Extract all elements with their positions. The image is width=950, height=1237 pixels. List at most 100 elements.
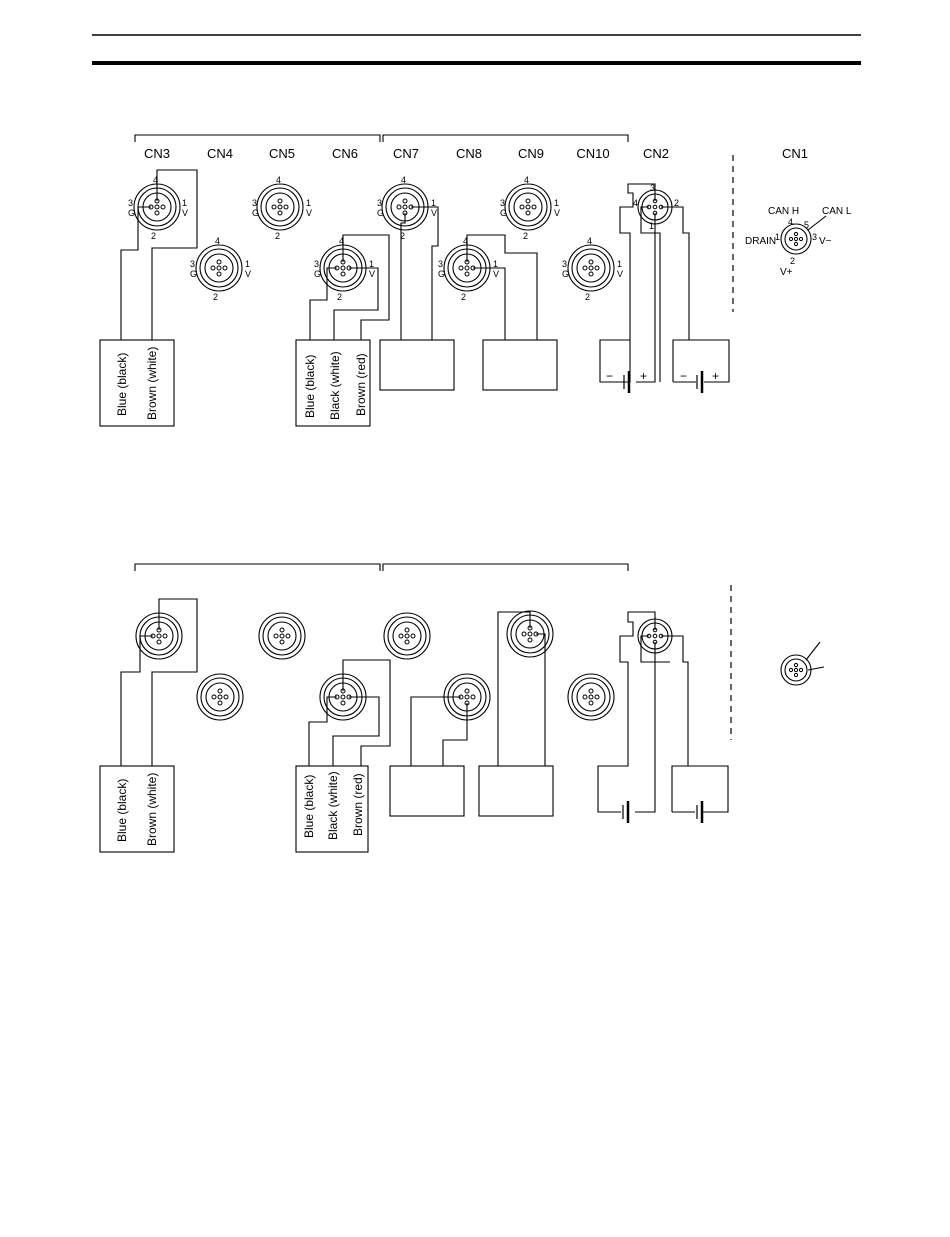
pin-label: 2 bbox=[585, 292, 590, 302]
can-l-label: CAN L bbox=[822, 206, 852, 217]
battery-icon bbox=[696, 801, 704, 823]
wire bbox=[410, 696, 461, 766]
wire bbox=[411, 206, 439, 340]
wire bbox=[400, 213, 406, 340]
pin-label: 2 bbox=[151, 231, 156, 241]
battery-icon bbox=[696, 371, 704, 393]
device-box bbox=[389, 765, 465, 817]
bracket-left bbox=[134, 563, 381, 571]
sensor-box bbox=[99, 765, 175, 853]
wire-color-label: Blue (black) bbox=[115, 779, 129, 842]
device-box-cn8 bbox=[482, 339, 558, 391]
connector-icon bbox=[135, 612, 183, 660]
pin-label: V bbox=[617, 269, 623, 279]
device-box bbox=[478, 765, 554, 817]
v-minus-label: V− bbox=[819, 236, 832, 247]
pin-label: 2 bbox=[674, 198, 679, 208]
pin-label: G bbox=[314, 269, 321, 279]
pin-label: V bbox=[554, 208, 560, 218]
cn7-label: CN7 bbox=[393, 146, 419, 161]
cn10-connector-icon bbox=[567, 244, 615, 292]
pin-label: 3 bbox=[314, 259, 319, 269]
cn6-label: CN6 bbox=[332, 146, 358, 161]
cn1-label: CN1 bbox=[782, 146, 808, 161]
pin-label: V bbox=[493, 269, 499, 279]
wire bbox=[672, 339, 689, 382]
pin-label: 4 bbox=[524, 175, 529, 185]
wire bbox=[332, 696, 380, 766]
wire bbox=[333, 267, 379, 340]
pin-label: 4 bbox=[276, 175, 281, 185]
pin-label: G bbox=[190, 269, 197, 279]
wire bbox=[597, 611, 656, 813]
wire-color-label: Black (white) bbox=[328, 351, 342, 420]
leader-line bbox=[807, 666, 825, 671]
cn6-connector-icon bbox=[319, 244, 367, 292]
pin-label: 3 bbox=[128, 198, 133, 208]
wire bbox=[342, 659, 391, 766]
can-l-leader bbox=[807, 215, 827, 231]
pin-label: 5 bbox=[804, 220, 809, 230]
pin-label: 2 bbox=[461, 292, 466, 302]
pin-label: 2 bbox=[790, 256, 795, 266]
wire bbox=[671, 765, 688, 812]
cn8-label: CN8 bbox=[456, 146, 482, 161]
top-diagram: CN3 CN4 CN5 CN6 CN7 CN8 CN9 CN10 CN2 CN1 bbox=[99, 134, 852, 427]
bracket-right bbox=[382, 134, 629, 142]
cn5-label: CN5 bbox=[269, 146, 295, 161]
wire bbox=[640, 206, 661, 382]
wire-color-label: Brown (red) bbox=[354, 353, 368, 416]
cn1-connector-icon bbox=[780, 223, 812, 255]
wire bbox=[308, 696, 337, 766]
battery-icon bbox=[622, 801, 630, 823]
pin-label: 3 bbox=[562, 259, 567, 269]
pin-label: 1 bbox=[369, 259, 374, 269]
wire bbox=[151, 169, 198, 340]
pin-label: V bbox=[431, 208, 437, 218]
connector-icon bbox=[319, 673, 367, 721]
pin-label: V bbox=[182, 208, 188, 218]
cn4-label: CN4 bbox=[207, 146, 233, 161]
pin-label: 3 bbox=[812, 232, 817, 242]
pin-label: 3 bbox=[377, 198, 382, 208]
cn2-label: CN2 bbox=[643, 146, 669, 161]
connector-icon bbox=[780, 654, 812, 686]
wire-color-label: Blue (black) bbox=[115, 353, 129, 416]
wire-color-label: Blue (black) bbox=[302, 775, 316, 838]
pin-label: G bbox=[562, 269, 569, 279]
pin-label: 1 bbox=[617, 259, 622, 269]
pin-label: G bbox=[377, 208, 384, 218]
wire bbox=[473, 267, 506, 340]
sensor-box bbox=[295, 765, 369, 853]
wire bbox=[661, 206, 730, 383]
wire bbox=[442, 703, 468, 766]
cn9-label: CN9 bbox=[518, 146, 544, 161]
sensor-box-cn3 bbox=[99, 339, 175, 427]
cn4-connector-icon bbox=[195, 244, 243, 292]
plus-sign: + bbox=[640, 369, 647, 383]
pin-label: 3 bbox=[650, 183, 655, 193]
wire-color-label: Brown (red) bbox=[351, 773, 365, 836]
wire bbox=[640, 635, 670, 663]
pin-label: G bbox=[252, 208, 259, 218]
wire bbox=[342, 234, 390, 340]
wire bbox=[120, 635, 153, 766]
wire bbox=[636, 213, 656, 383]
pin-label: 1 bbox=[775, 232, 780, 242]
pin-label: 2 bbox=[275, 231, 280, 241]
drain-label: DRAIN bbox=[745, 236, 776, 247]
device-box-cn7 bbox=[379, 339, 455, 391]
pin-label: 4 bbox=[401, 175, 406, 185]
connector-icon bbox=[258, 612, 306, 660]
cn3-label: CN3 bbox=[144, 146, 170, 161]
pin-label: 2 bbox=[523, 231, 528, 241]
wire bbox=[619, 183, 656, 383]
wire bbox=[661, 635, 729, 813]
pin-label: V bbox=[245, 269, 251, 279]
wire bbox=[120, 206, 151, 340]
connector-icon bbox=[196, 673, 244, 721]
pin-label: 3 bbox=[190, 259, 195, 269]
wire bbox=[309, 267, 337, 340]
plus-sign: + bbox=[712, 369, 719, 383]
